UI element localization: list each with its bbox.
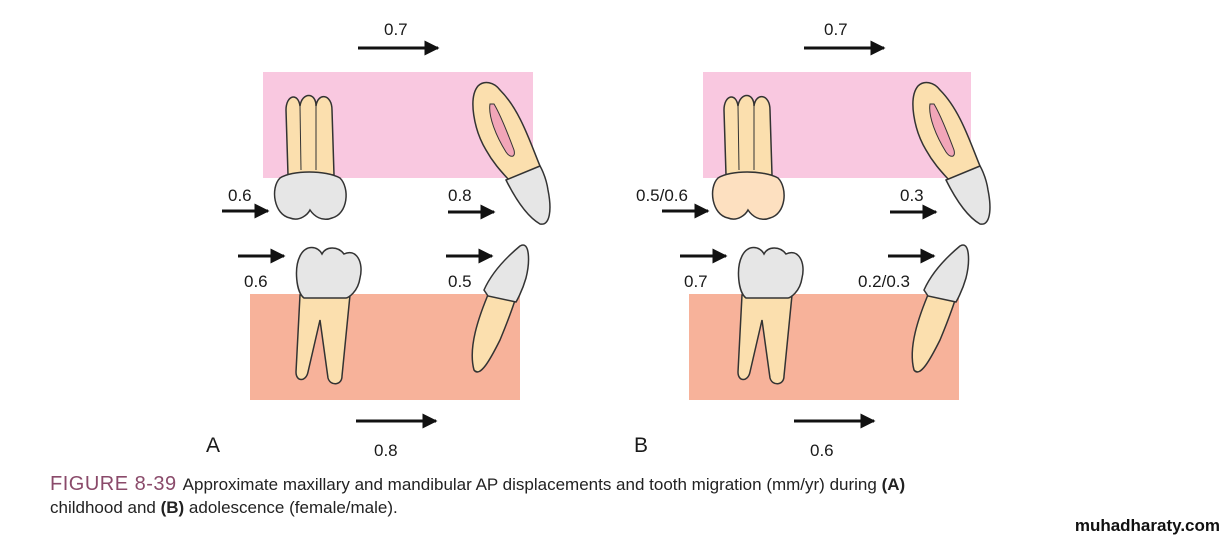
panel-b-upper-incisor xyxy=(912,81,991,225)
panel-b-mandible-label: 0.6 xyxy=(810,441,834,460)
panel-a-mandible-label: 0.8 xyxy=(374,441,398,460)
caption-label-b: (B) xyxy=(160,498,185,517)
caption-part1: Approximate maxillary and mandibular AP … xyxy=(182,475,882,494)
panel-b-letter: B xyxy=(634,434,648,457)
panel-a-upper-molar xyxy=(273,94,347,221)
panel-b-upper-molar xyxy=(711,94,785,221)
watermark: muhadharaty.com xyxy=(1074,516,1220,535)
panel-b: 0.7 0.5/0.6 0.3 0.7 0.2 xyxy=(634,20,991,460)
tooth-migration-diagram: 0.7 0.6 0.8 0.6 0.5 xyxy=(206,20,991,460)
panel-b-upper-molar-label: 0.5/0.6 xyxy=(636,186,688,205)
panel-a-upper-incisor xyxy=(472,81,551,225)
caption-label-a: (A) xyxy=(881,475,906,494)
panel-a-upper-incisor-label: 0.8 xyxy=(448,186,472,205)
panel-a-lower-incisor xyxy=(471,244,530,373)
panel-b-lower-incisor xyxy=(911,244,970,373)
panel-a-lower-incisor-label: 0.5 xyxy=(448,272,472,291)
figure-number: FIGURE 8-39 xyxy=(50,473,177,495)
panel-b-upper-incisor-label: 0.3 xyxy=(900,186,924,205)
panel-a-lower-molar xyxy=(295,246,362,385)
panel-a-maxilla-label: 0.7 xyxy=(384,20,408,39)
caption-part3: adolescence (female/male). xyxy=(184,498,398,517)
panel-a-upper-molar-label: 0.6 xyxy=(228,186,252,205)
panel-b-lower-molar-label: 0.7 xyxy=(684,272,708,291)
panel-b-lower-incisor-label: 0.2/0.3 xyxy=(858,272,910,291)
panel-a: 0.7 0.6 0.8 0.6 0.5 xyxy=(206,20,551,460)
figure-caption: FIGURE 8-39 Approximate maxillary and man… xyxy=(50,473,1210,519)
panel-a-lower-molar-label: 0.6 xyxy=(244,272,268,291)
panel-a-letter: A xyxy=(206,434,220,457)
panel-b-lower-molar xyxy=(737,246,804,385)
caption-part2: childhood and xyxy=(50,498,161,517)
panel-b-maxilla-label: 0.7 xyxy=(824,20,848,39)
